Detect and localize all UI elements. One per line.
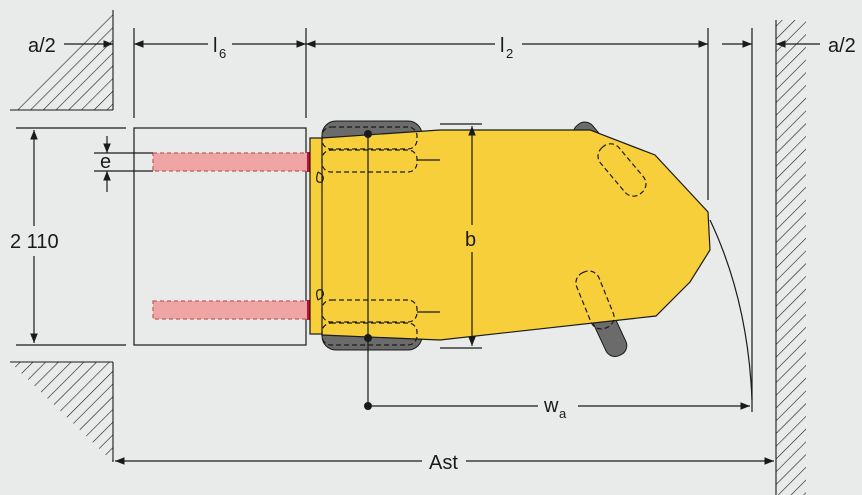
fork-tine-upper <box>152 152 309 172</box>
label-wa: w <box>543 395 559 417</box>
label-l2: l <box>500 35 504 57</box>
truck-body <box>309 120 711 357</box>
label-ast: Ast <box>429 452 458 474</box>
left-top-wall-hatch <box>10 10 114 111</box>
reference-point <box>364 334 372 342</box>
fork-tine-lower <box>152 300 309 320</box>
reference-point <box>364 130 372 138</box>
label-wa-sub: a <box>559 406 567 421</box>
label-width: 2 110 <box>10 231 59 253</box>
label-b: b <box>465 229 476 251</box>
label-a-half-right: a/2 <box>828 35 856 57</box>
right-wall-hatch <box>775 20 806 495</box>
label-l6-sub: 6 <box>219 46 226 61</box>
label-l2-sub: 2 <box>506 46 513 61</box>
label-a-half-left: a/2 <box>28 35 56 57</box>
label-l6: l <box>213 35 217 57</box>
reference-point <box>364 402 372 410</box>
left-bottom-wall-hatch <box>10 361 114 462</box>
pallet-outline <box>133 127 307 346</box>
chassis <box>321 129 711 341</box>
label-e: e <box>100 151 111 173</box>
